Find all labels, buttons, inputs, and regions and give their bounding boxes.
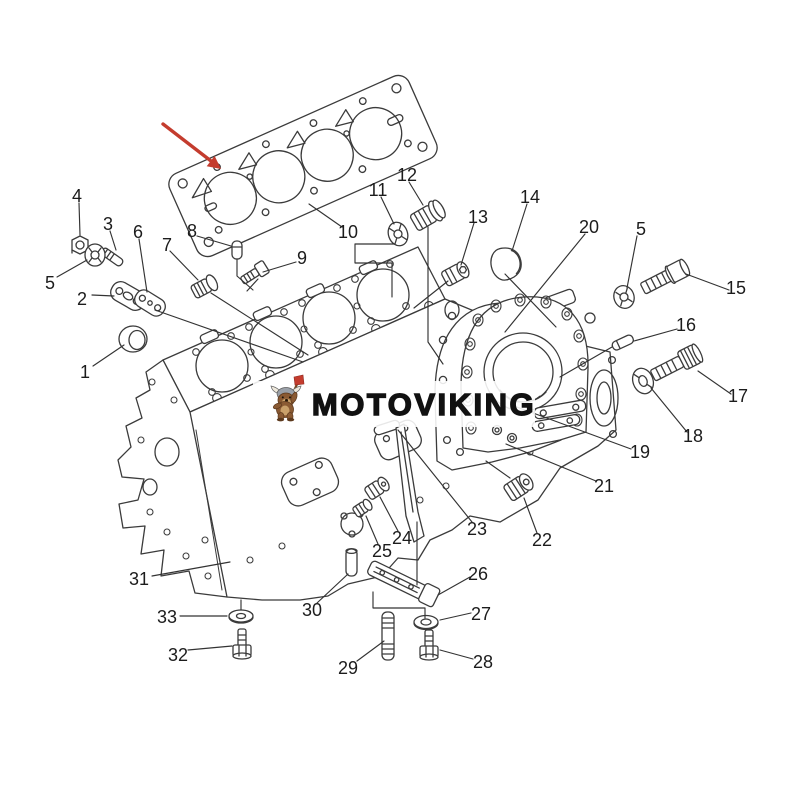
callout-21: 21 <box>594 476 614 496</box>
part-stud-29 <box>381 611 395 661</box>
callout-14: 14 <box>520 187 540 207</box>
part-plug-13 <box>441 261 470 287</box>
part-pin-8 <box>231 240 243 260</box>
part-bolt-17 <box>650 343 704 382</box>
part-plug-24 <box>364 476 390 500</box>
callout-29: 29 <box>338 658 358 678</box>
callout-4: 4 <box>72 186 82 206</box>
callout-3: 3 <box>103 214 113 234</box>
callout-7: 7 <box>162 235 172 255</box>
callout-5-right: 5 <box>636 219 646 239</box>
part-pin-16 <box>611 334 634 351</box>
highlight-arrow <box>161 122 221 169</box>
part-cup-plug-14 <box>490 247 522 281</box>
callout-31: 31 <box>129 569 149 589</box>
callout-17: 17 <box>728 386 748 406</box>
part-washer-5-left <box>84 243 106 267</box>
part-washer-27 <box>413 614 439 631</box>
part-head-gasket <box>168 74 438 258</box>
callout-5-left: 5 <box>45 273 55 293</box>
callout-28: 28 <box>473 652 493 672</box>
part-washer-18 <box>631 367 655 395</box>
callout-2: 2 <box>77 289 87 309</box>
part-rear-seal-housing <box>460 293 589 453</box>
callout-23: 23 <box>467 519 487 539</box>
callout-1: 1 <box>80 362 90 382</box>
callout-11: 11 <box>369 180 388 200</box>
callout-15: 15 <box>726 278 746 298</box>
callout-9: 9 <box>297 248 307 268</box>
callout-12: 12 <box>397 165 417 185</box>
part-pin-30 <box>345 547 358 577</box>
viking-dog-mascot-icon <box>270 374 305 422</box>
part-plug-7 <box>190 274 219 299</box>
callout-32: 32 <box>168 645 188 665</box>
part-plug-22 <box>503 473 534 502</box>
watermark-band <box>253 381 535 427</box>
callout-18: 18 <box>683 426 703 446</box>
callout-22: 22 <box>532 530 552 550</box>
callout-13: 13 <box>468 207 488 227</box>
part-plug-25 <box>352 498 373 518</box>
callout-20: 20 <box>579 217 599 237</box>
callout-25: 25 <box>372 541 392 561</box>
part-washer-5-right <box>613 285 635 309</box>
callout-26: 26 <box>468 564 488 584</box>
part-bolt-28 <box>419 629 439 661</box>
part-plug-12 <box>409 199 446 231</box>
callout-19: 19 <box>630 442 650 462</box>
part-washer-33 <box>228 609 254 624</box>
callout-24: 24 <box>392 528 412 548</box>
callout-33: 33 <box>157 607 177 627</box>
part-cup-plug-1 <box>118 325 148 353</box>
callout-labels: 1 2 3 4 5 6 7 8 9 10 11 12 13 14 15 16 1… <box>45 165 748 678</box>
callout-10: 10 <box>338 222 358 242</box>
callout-8: 8 <box>187 221 197 241</box>
part-bracket-26 <box>367 560 441 608</box>
part-bolt-15 <box>640 258 691 295</box>
part-cover-plate-6 <box>134 289 166 317</box>
callout-27: 27 <box>471 604 491 624</box>
callout-30: 30 <box>302 600 322 620</box>
part-bolt-32 <box>232 628 252 660</box>
callout-6: 6 <box>133 222 143 242</box>
callout-16: 16 <box>676 315 696 335</box>
watermark: MOTOVIKING <box>253 374 536 427</box>
leader-lines <box>56 181 732 662</box>
watermark-brand-text: MOTOVIKING <box>312 387 536 422</box>
